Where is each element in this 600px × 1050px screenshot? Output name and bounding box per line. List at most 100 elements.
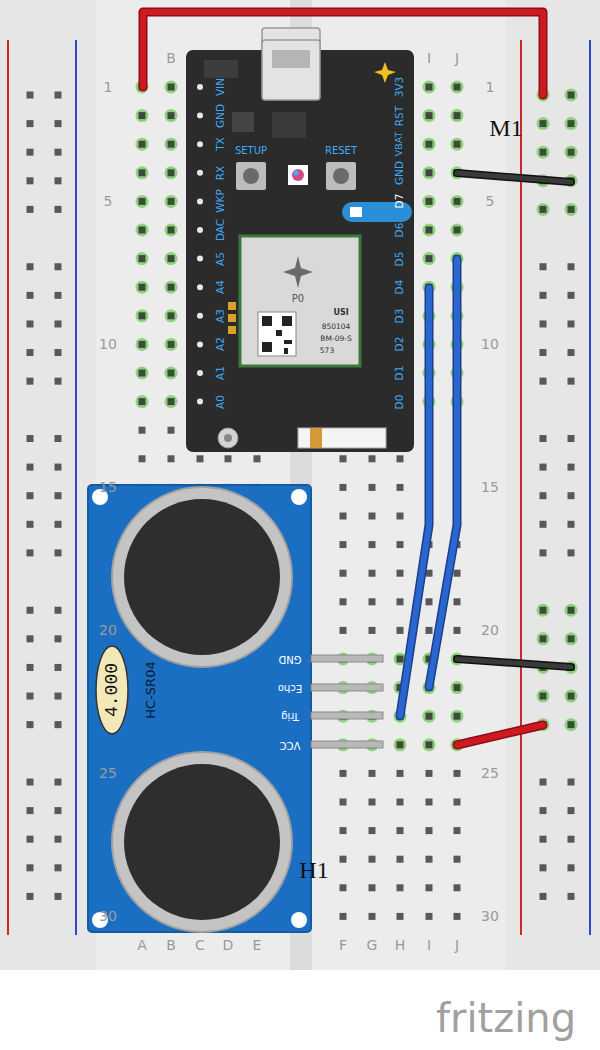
breadboard-hole xyxy=(426,799,433,806)
breadboard-hole xyxy=(55,92,62,99)
breadboard-hole xyxy=(426,713,433,720)
hole-highlight xyxy=(451,109,464,122)
breadboard-hole xyxy=(426,169,433,176)
module-name: P0 xyxy=(292,294,304,304)
pin-label: Trig xyxy=(281,711,299,721)
breadboard-hole xyxy=(254,455,261,462)
breadboard-hole xyxy=(27,693,34,700)
breadboard-hole xyxy=(540,292,547,299)
breadboard-hole xyxy=(168,312,175,319)
power-rail-line xyxy=(7,40,9,935)
breadboard-hole xyxy=(454,684,461,691)
breadboard-hole xyxy=(139,227,146,234)
rgb-led-lens xyxy=(294,171,299,176)
hole-highlight xyxy=(537,117,550,130)
black-wire xyxy=(457,659,571,667)
hole-highlight xyxy=(165,195,178,208)
breadboard-hole xyxy=(397,627,404,634)
breadboard-hole xyxy=(540,893,547,900)
header-pin xyxy=(197,198,203,204)
breadboard-hole xyxy=(55,693,62,700)
header-pin xyxy=(197,370,203,376)
hole-highlight xyxy=(537,146,550,159)
breadboard-hole xyxy=(540,864,547,871)
logo-star xyxy=(374,62,396,83)
qr-code xyxy=(284,340,292,344)
column-letter: B xyxy=(166,51,176,65)
breadboard-hole xyxy=(27,893,34,900)
hole-highlight xyxy=(136,395,149,408)
hole-highlight xyxy=(165,252,178,265)
pin-label: TX xyxy=(215,137,226,151)
breadboard-hole xyxy=(568,836,575,843)
breadboard-hole xyxy=(426,598,433,605)
breadboard-hole xyxy=(27,149,34,156)
breadboard-hole xyxy=(369,541,376,548)
breadboard-hole xyxy=(454,713,461,720)
breadboard-hole xyxy=(369,856,376,863)
sensor-pin xyxy=(311,655,383,662)
header-pin xyxy=(197,399,203,405)
sensor-pin xyxy=(311,684,383,691)
breadboard-hole xyxy=(568,693,575,700)
qr-code xyxy=(262,316,272,326)
hole-highlight xyxy=(565,89,578,102)
pin-label: D6 xyxy=(394,223,405,238)
header-pin xyxy=(197,113,203,119)
breadboard-hole xyxy=(568,464,575,471)
ultrasonic-transducer xyxy=(124,499,280,655)
breadboard-hole xyxy=(168,398,175,405)
breadboard-hole xyxy=(369,913,376,920)
breadboard-hole xyxy=(55,435,62,442)
breadboard-hole xyxy=(426,84,433,91)
breadboard-hole xyxy=(139,284,146,291)
breadboard-hole xyxy=(454,770,461,777)
breadboard-hole xyxy=(540,779,547,786)
black-wire xyxy=(457,659,571,667)
hole-highlight xyxy=(537,203,550,216)
breadboard-hole xyxy=(397,856,404,863)
hole-highlight xyxy=(451,224,464,237)
breadboard-hole xyxy=(454,198,461,205)
column-letter: H xyxy=(395,938,406,952)
breadboard-hole xyxy=(369,484,376,491)
hole-highlight xyxy=(394,738,407,751)
qr-code xyxy=(262,342,272,352)
breadboard-hole xyxy=(139,169,146,176)
breadboard-hole xyxy=(27,464,34,471)
breadboard-hole xyxy=(454,856,461,863)
breadboard-hole xyxy=(369,827,376,834)
pad xyxy=(228,314,236,322)
chip xyxy=(272,112,306,138)
ground-rail-line xyxy=(75,40,77,935)
blue-wire xyxy=(400,288,429,716)
hole-highlight xyxy=(136,138,149,151)
breadboard-hole xyxy=(139,141,146,148)
breadboard-hole xyxy=(197,455,204,462)
row-number: 5 xyxy=(486,194,495,208)
breadboard-hole xyxy=(397,770,404,777)
breadboard-hole xyxy=(340,484,347,491)
breadboard-hole xyxy=(168,84,175,91)
breadboard-hole xyxy=(27,349,34,356)
breadboard-hole xyxy=(27,492,34,499)
breadboard-hole xyxy=(426,913,433,920)
breadboard-hole xyxy=(27,836,34,843)
breadboard-hole xyxy=(454,827,461,834)
rgb-led xyxy=(288,165,308,185)
crystal xyxy=(96,646,128,734)
usb-port xyxy=(272,50,310,68)
breadboard-hole xyxy=(168,370,175,377)
breadboard-hole xyxy=(568,378,575,385)
pin-label: GND xyxy=(279,654,302,664)
breadboard-hole xyxy=(454,570,461,577)
breadboard-hole xyxy=(426,227,433,234)
hole-highlight xyxy=(165,224,178,237)
hole-highlight xyxy=(165,81,178,94)
breadboard-hole xyxy=(55,492,62,499)
breadboard-hole xyxy=(340,570,347,577)
breadboard-hole xyxy=(27,378,34,385)
hole-highlight xyxy=(537,632,550,645)
breadboard-hole xyxy=(540,149,547,156)
